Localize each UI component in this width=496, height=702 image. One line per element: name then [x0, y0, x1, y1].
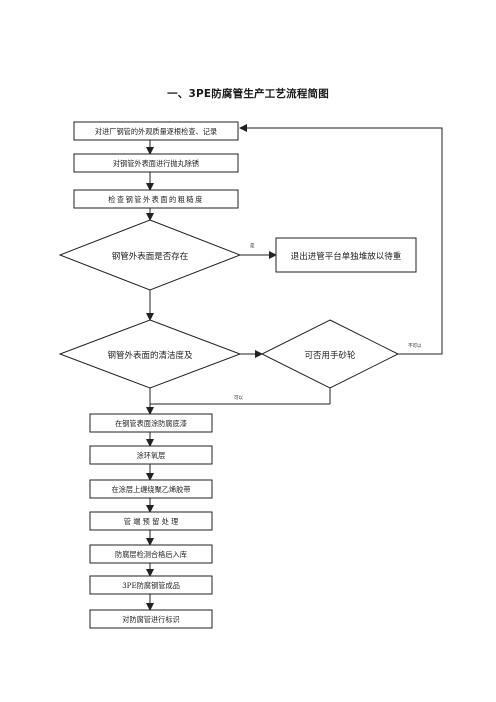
step-primer-text: 在钢管表面涂防腐底漆 [115, 419, 187, 428]
decision-cleanliness-text: 钢管外表面的清洁度及 [107, 350, 193, 361]
step-coating-test-box: 防腐层检测合格后入库 [89, 544, 213, 564]
step-epoxy-box: 涂环氧层 [89, 445, 213, 465]
decision-hand-grinder: 可否用手砂轮 [260, 319, 400, 389]
step-pe-tape-box: 在涂层上缠绕聚乙烯胶带 [89, 479, 213, 499]
step-primer-box: 在钢管表面涂防腐底漆 [89, 413, 213, 433]
step-inspect-incoming-text: 对进厂钢管的外观质量逐根检查、记录 [95, 127, 217, 136]
step-marking-text: 对防腐管进行标识 [122, 615, 180, 624]
step-shot-blast-text: 对钢管外表面进行抛丸除锈 [113, 159, 199, 168]
step-coating-test-text: 防腐层检测合格后入库 [115, 550, 187, 559]
step-pipe-end-box: 管 端 预 留 处 理 [89, 511, 213, 531]
edge-label-defect-yes: 是 [250, 243, 255, 249]
decision-surface-defect: 钢管外表面是否存在 [58, 219, 242, 291]
step-inspect-incoming-box: 对进厂钢管的外观质量逐根检查、记录 [73, 121, 239, 141]
step-pe-tape-text: 在涂层上缠绕聚乙烯胶带 [111, 485, 190, 494]
page-title: 一、3PE防腐管生产工艺流程简图 [167, 88, 329, 100]
step-shot-blast-box: 对钢管外表面进行抛丸除锈 [73, 153, 239, 173]
step-finished-product-box: 3PE防腐钢管成品 [89, 575, 213, 595]
step-pipe-end-text: 管 端 预 留 处 理 [124, 517, 179, 526]
decision-hand-grinder-text: 可否用手砂轮 [304, 350, 356, 361]
decision-cleanliness: 钢管外表面的清洁度及 [58, 319, 242, 389]
decision-surface-defect-text: 钢管外表面是否存在 [112, 251, 189, 262]
step-check-roughness-box: 检查钢管外表面的粗糙度 [73, 189, 239, 209]
edge-label-grinder-no: 不可以 [408, 343, 422, 349]
connector-loop-back [239, 124, 443, 355]
step-reject-box: 退出进管平台单独堆放以待重 [275, 237, 417, 273]
step-epoxy-text: 涂环氧层 [137, 451, 166, 460]
edge-label-grinder-yes: 可以 [234, 395, 243, 401]
step-marking-box: 对防腐管进行标识 [89, 609, 213, 629]
step-check-roughness-text: 检查钢管外表面的粗糙度 [108, 195, 204, 204]
step-reject-text: 退出进管平台单独堆放以待重 [291, 251, 402, 262]
step-finished-product-text: 3PE防腐钢管成品 [122, 581, 180, 590]
